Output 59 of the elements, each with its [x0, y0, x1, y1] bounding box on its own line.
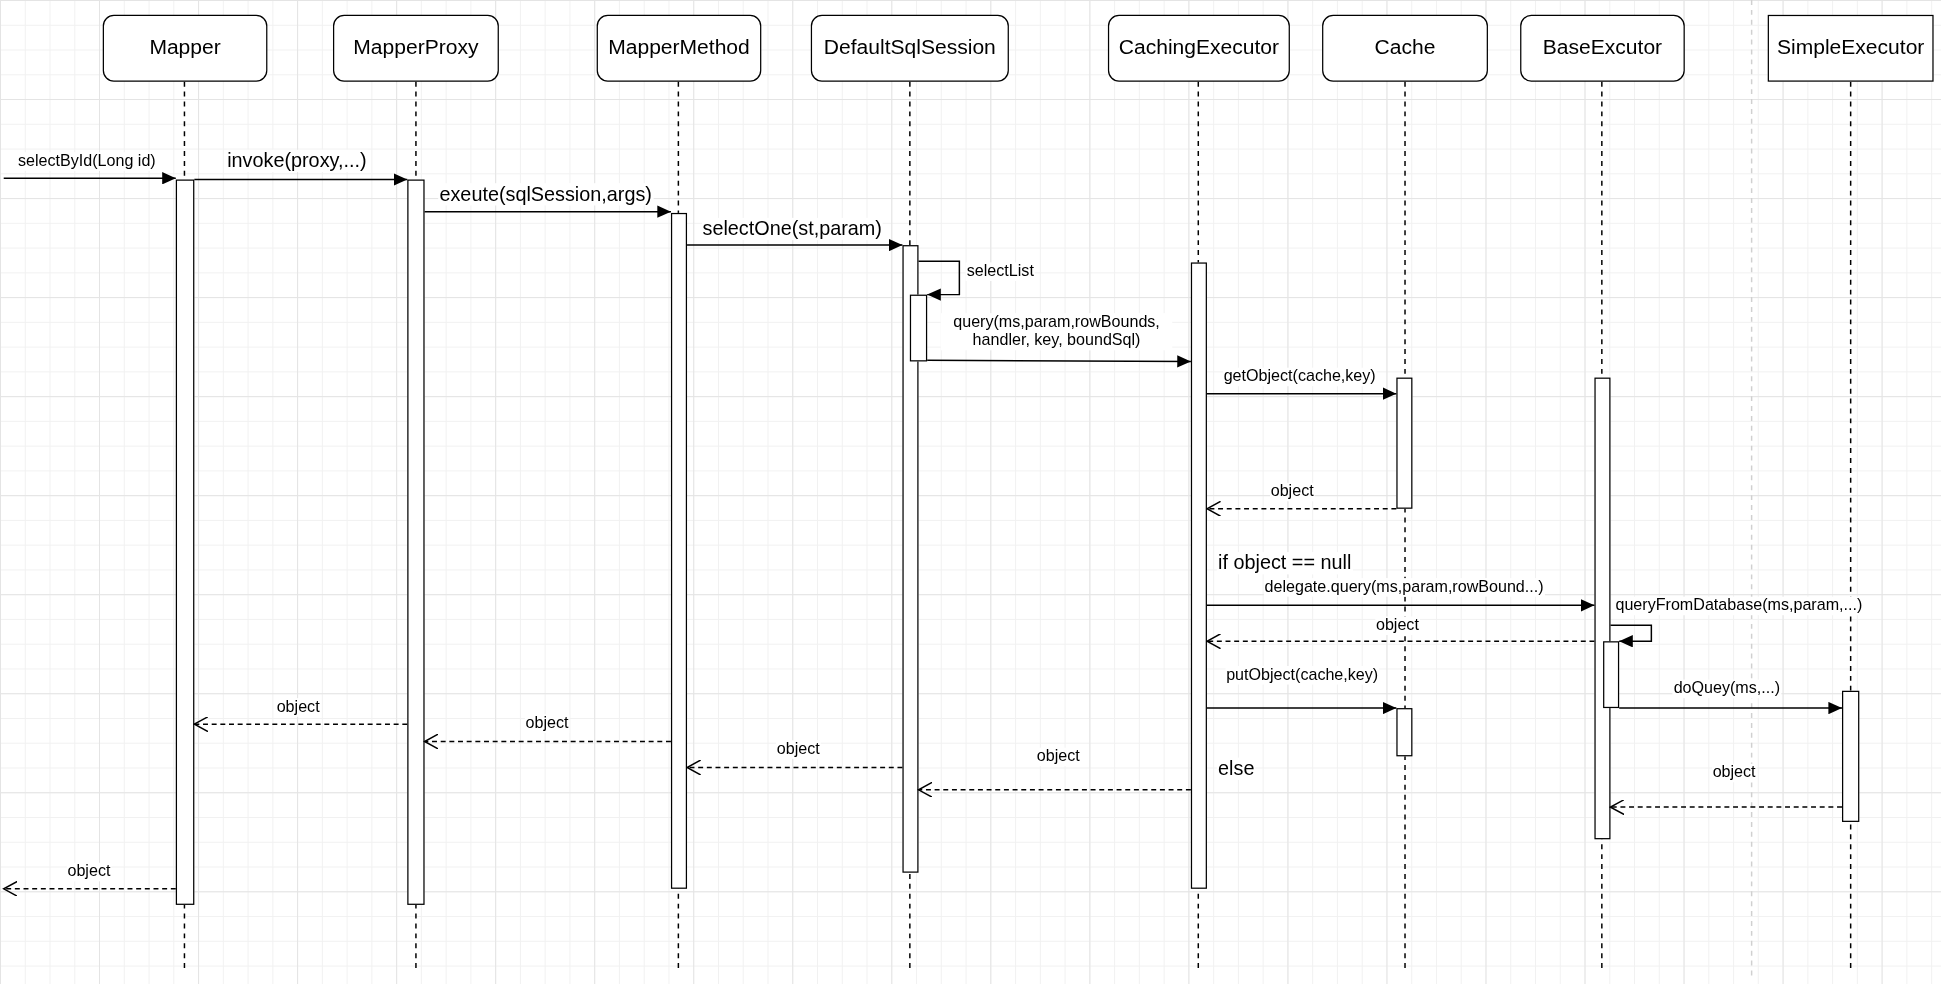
message-arrow	[686, 238, 904, 252]
message-arrow	[193, 173, 408, 186]
message-arrow	[1618, 701, 1843, 715]
participant-box: Mapper	[102, 14, 268, 82]
edge-label: object	[524, 714, 570, 733]
participant-box: CachingExecutor	[1107, 14, 1290, 82]
return-arrow	[917, 781, 1192, 798]
edge-label: object	[275, 698, 321, 717]
return-arrow	[193, 716, 408, 733]
activation-bar	[1396, 377, 1413, 509]
return-arrow	[1609, 798, 1843, 816]
message-arrow	[1206, 599, 1596, 612]
activation-bar	[407, 179, 425, 905]
activation-bar	[1594, 377, 1611, 840]
edge-label: invoke(proxy,...)	[225, 149, 368, 173]
participant-box: DefaultSqlSession	[810, 14, 1009, 82]
edge-label: delegate.query(ms,param,rowBound...)	[1263, 578, 1545, 597]
activation-bar	[909, 294, 928, 362]
condition-label: if object == null	[1216, 552, 1353, 575]
return-arrow	[1206, 633, 1596, 650]
activation-bar	[175, 179, 195, 905]
activation-bar	[1842, 690, 1860, 822]
message-arrow	[917, 260, 961, 301]
edge-label: putObject(cache,key)	[1224, 666, 1380, 685]
activation-bar	[1396, 708, 1413, 757]
condition-label: else	[1216, 757, 1256, 781]
edge-label: object	[775, 740, 821, 759]
edge-label: object	[1269, 482, 1315, 502]
edge-label: query(ms,param,rowBounds, handler, key, boundSql)	[940, 313, 1173, 351]
return-arrow	[1206, 500, 1398, 517]
edge-label: object	[1711, 763, 1757, 783]
participant-box: SimpleExecutor	[1767, 14, 1934, 82]
return-arrow	[686, 759, 904, 776]
message-arrow	[1206, 387, 1398, 400]
activation-bar	[1190, 262, 1207, 889]
activation-bar	[1603, 641, 1620, 709]
message-arrow	[423, 205, 672, 218]
message-arrow	[2, 172, 177, 185]
activation-bar	[902, 245, 919, 873]
edge-label: doQuey(ms,...)	[1672, 679, 1782, 699]
edge-label: selectList	[965, 262, 1036, 281]
edge-label: object	[66, 862, 112, 882]
edge-label: selectById(Long id)	[16, 152, 157, 171]
participant-box: Cache	[1322, 14, 1488, 82]
message-arrow	[1206, 701, 1398, 715]
edge-label: queryFromDatabase(ms,param,...)	[1614, 596, 1864, 616]
participant-box: BaseExcutor	[1520, 14, 1685, 82]
message-arrow	[1609, 624, 1653, 648]
edge-label: object	[1374, 616, 1421, 635]
message-arrow	[926, 355, 1192, 368]
edge-label: exeute(sqlSession,args)	[438, 183, 654, 206]
edge-label: object	[1035, 747, 1081, 767]
participant-box: MapperProxy	[333, 14, 499, 82]
activation-bar	[670, 212, 688, 889]
participant-box: MapperMethod	[596, 14, 762, 82]
return-arrow	[423, 733, 672, 750]
return-arrow	[2, 880, 177, 897]
edge-label: getObject(cache,key)	[1222, 367, 1377, 387]
edge-label: selectOne(st,param)	[701, 217, 884, 241]
